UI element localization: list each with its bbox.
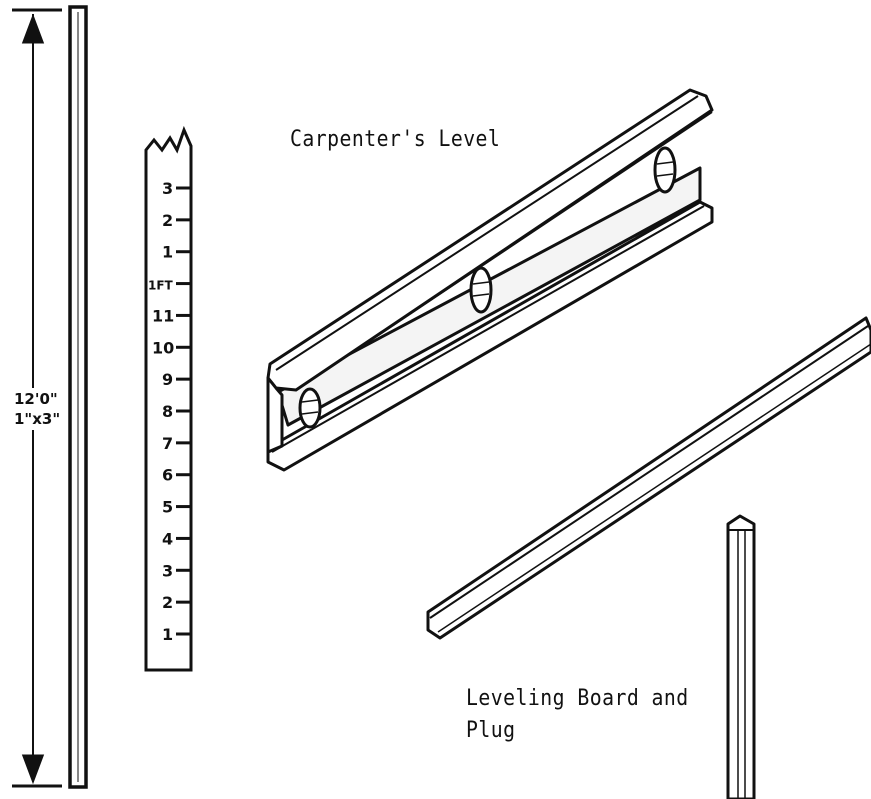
- board-length-label: 12'0": [14, 388, 58, 410]
- level-vial-right: [653, 146, 677, 194]
- carpenters-level: [266, 88, 714, 472]
- carpenters-level-caption: Carpenter's Level: [290, 127, 501, 152]
- rod-scale-label: 1FT: [148, 279, 174, 293]
- leveling-plug: [726, 514, 756, 799]
- rod-scale-label: 3: [162, 179, 173, 198]
- measuring-rod-scale: 3 2 1 1FT 11 10 9 8 7 6 5 4 3 2 1: [148, 179, 191, 644]
- leveling-board: [426, 316, 871, 640]
- level-vial-center: [469, 266, 493, 314]
- rod-scale-label: 4: [162, 529, 173, 548]
- rod-scale-label: 10: [152, 338, 174, 357]
- board-section-label: 1"x3": [14, 408, 61, 430]
- measuring-rod: [144, 125, 193, 672]
- rod-scale-label: 6: [162, 466, 173, 485]
- rod-scale-label: 11: [152, 306, 174, 325]
- rod-scale-label: 1: [162, 243, 173, 262]
- rod-scale-label: 9: [162, 370, 173, 389]
- rod-scale-label: 5: [162, 498, 173, 517]
- rod-scale-label: 1: [162, 625, 173, 644]
- leveling-board-caption-line1: Leveling Board and: [466, 686, 689, 711]
- leveling-board-caption: Leveling Board and Plug: [466, 683, 689, 747]
- rod-scale-label: 3: [162, 561, 173, 580]
- leveling-board-caption-line2: Plug: [466, 718, 516, 743]
- rod-scale-label: 2: [162, 593, 173, 612]
- twelve-foot-board: [12, 5, 88, 789]
- rod-scale-label: 2: [162, 211, 173, 230]
- level-vial-left: [298, 387, 322, 429]
- rod-scale-label: 7: [162, 434, 173, 453]
- rod-scale-label: 8: [162, 402, 173, 421]
